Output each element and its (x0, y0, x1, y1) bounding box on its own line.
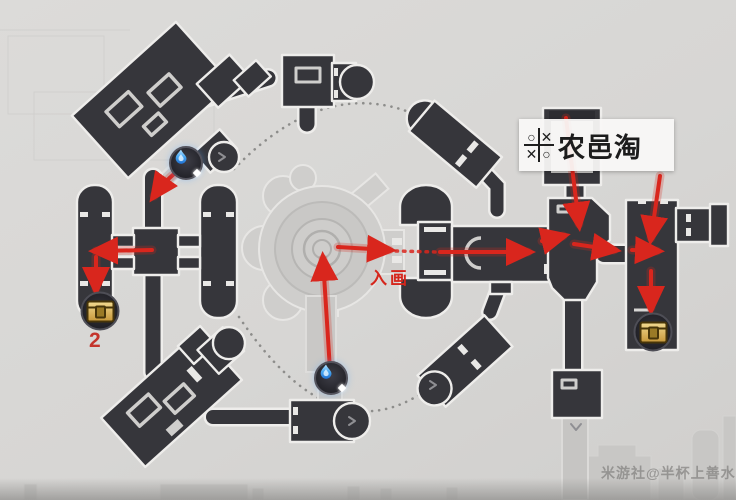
miyoushe-logo-icon: ○ ✕ ✕ ○ (524, 128, 554, 162)
teleport-flame-icon[interactable] (169, 146, 203, 180)
teleport-flame-icon[interactable] (314, 361, 348, 395)
logo-cell: ○ (527, 128, 536, 145)
flame-glyph (175, 149, 187, 164)
watermark: 米游社@半杯上善水 (601, 465, 736, 481)
central-plaza (241, 164, 405, 321)
chest-glyph (86, 300, 114, 322)
treasure-chest-icon[interactable] (80, 291, 120, 331)
chest-glyph (639, 321, 667, 343)
shop-name-label: 农邑淘 (558, 132, 642, 163)
flame-glyph (320, 364, 332, 379)
logo-cell: ✕ (525, 145, 538, 162)
shop-label[interactable]: ○ ✕ ✕ ○ 农邑淘 (519, 119, 674, 171)
floor-chevron-icons (218, 152, 582, 431)
entrance-label: 入画 (370, 269, 410, 288)
logo-cell: ✕ (540, 128, 553, 145)
logo-cell: ○ (542, 145, 551, 162)
chest-number-label: 2 (89, 329, 101, 352)
treasure-chest-icon[interactable] (633, 312, 673, 352)
